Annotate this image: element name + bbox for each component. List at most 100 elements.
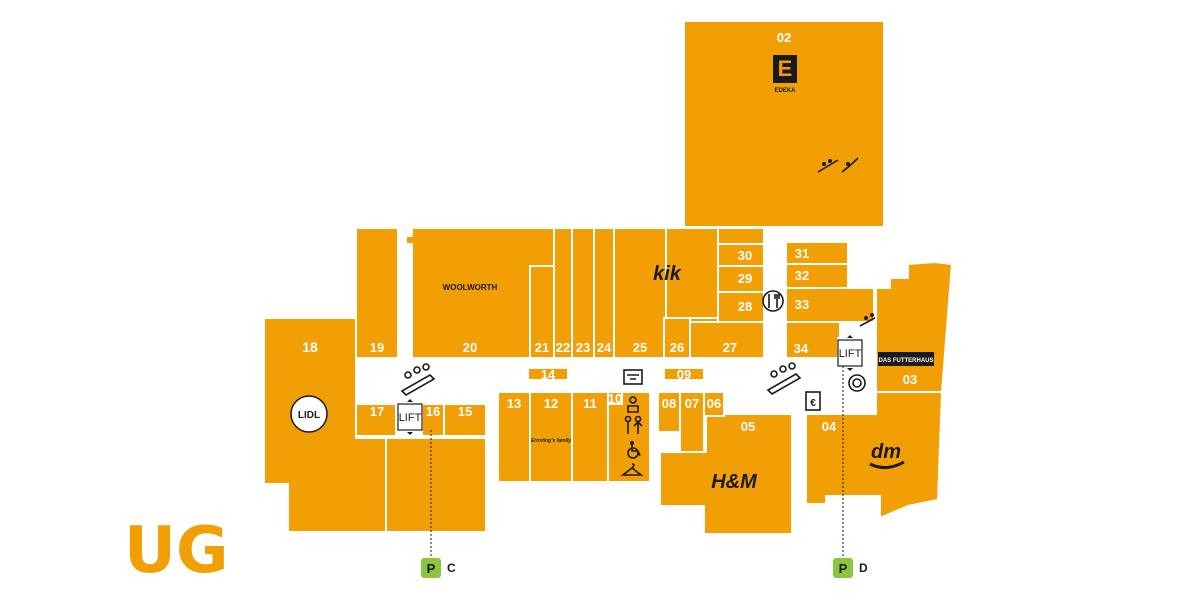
unit-12-number: 12 [544,396,558,411]
unit-22[interactable]: 22 [553,227,573,359]
unit-03[interactable]: 03 DAS FUTTERHAUS [875,260,954,393]
unit-27-number: 27 [723,340,737,355]
lift-left-label: LIFT [399,412,422,424]
parking-icon [833,558,853,578]
parking-d[interactable]: P D [833,558,868,578]
unit-25-number: 25 [633,340,647,355]
floor-label: UG [124,514,229,588]
parking-c[interactable]: P C [421,558,456,578]
unit-16-number: 16 [426,404,440,419]
unit-34[interactable]: 34 [785,321,841,359]
unit-14[interactable]: 14 [527,367,569,382]
unit-02-number: 02 [777,30,791,45]
unit-28-number: 28 [738,299,752,314]
unit-33[interactable]: 33 [785,287,875,323]
unit-08-number: 08 [662,396,676,411]
unit-07[interactable]: 07 [679,391,705,453]
unit-26[interactable]: 26 [663,317,691,359]
unit-06[interactable]: 06 [703,391,725,417]
restaurant-icon [762,290,784,312]
unit-13-number: 13 [507,396,521,411]
unit-11[interactable]: 11 [571,391,609,483]
dm-logo: dm [871,441,901,463]
lidl-logo [290,395,328,433]
lift-left[interactable]: LIFT [397,399,423,435]
parking-d-label: D [859,561,868,575]
atm-icon: € [805,391,821,411]
lift-right-label: LIFT [839,348,862,360]
svg-text:€: € [810,398,816,409]
unit-31[interactable]: 31 [785,241,849,265]
unit-17-number: 17 [370,404,384,419]
parking-c-symbol: P [427,561,436,576]
toilets-icon [624,415,643,434]
unit-18[interactable]: 18 LIDL [263,317,387,533]
unit-lower-left-block [385,437,487,533]
unit-21[interactable]: 21 [529,265,555,359]
unit-15-number: 15 [458,404,472,419]
unit-20-number: 20 [463,340,477,355]
unit-29[interactable]: 29 [717,265,765,293]
unit-33-number: 33 [795,297,809,312]
unit-17[interactable]: 17 [355,403,397,437]
unit-24[interactable]: 24 [593,227,615,359]
unit-30[interactable]: 30 [717,227,765,267]
hm-logo: H&M [711,471,758,493]
unit-22-number: 22 [556,340,570,355]
unit-03-number: 03 [903,372,917,387]
ernstings-label: Ernsting's family [531,438,571,444]
wardrobe-icon [620,463,644,476]
unit-02[interactable]: 02 E EDEKA [683,20,885,228]
unit-14-number: 14 [541,367,556,382]
parking-d-symbol: P [839,561,848,576]
unit-11-number: 11 [583,396,597,411]
unit-06-number: 06 [707,396,721,411]
unit-09[interactable]: 09 [663,367,705,382]
baby-changing-icon [627,396,639,413]
unit-16[interactable]: 16 [421,403,445,437]
unit-26-number: 26 [670,340,684,355]
atm-icon [623,369,643,385]
edeka-mark: E [778,56,793,81]
futterhaus-label: DAS FUTTERHAUS [879,358,934,364]
lidl-label: LIDL [298,410,320,421]
unit-04-number: 04 [822,419,837,434]
unit-08[interactable]: 08 [657,391,681,433]
unit-29-number: 29 [738,271,752,286]
wheelchair-icon [627,441,641,459]
unit-32[interactable]: 32 [785,263,849,289]
unit-31-number: 31 [795,246,809,261]
service-area [607,391,651,483]
unit-34-number: 34 [794,341,809,356]
info-point-icon [848,374,866,392]
unit-23[interactable]: 23 [571,227,595,359]
escalator-icon [766,362,802,395]
unit-18-number: 18 [302,339,318,355]
unit-12[interactable]: 12 Ernsting's family [529,391,573,483]
dm-swoosh [869,460,905,469]
lift-right[interactable]: LIFT [837,335,863,371]
unit-21-number: 21 [535,340,549,355]
kik-logo: kik [653,263,682,285]
unit-28[interactable]: 28 [717,291,765,323]
unit-05-number: 05 [741,419,755,434]
unit-24-number: 24 [597,340,612,355]
unit-19-number: 19 [370,340,384,355]
unit-32-number: 32 [795,268,809,283]
parking-icon [421,558,441,578]
escalator-icon [817,157,859,173]
unit-15[interactable]: 15 [443,403,487,437]
edeka-logo [773,55,797,83]
unit-05[interactable]: 05 H&M [659,413,793,535]
unit-10-number: 10 [608,391,622,406]
unit-27[interactable]: 27 [689,317,765,359]
unit-19[interactable]: 19 [355,227,399,359]
unit-25[interactable]: 25 kik [613,227,719,359]
unit-04[interactable]: 04 dm [805,391,944,520]
edeka-label: EDEKA [774,88,796,94]
unit-09-number: 09 [677,367,691,382]
parking-c-label: C [447,561,456,575]
unit-30-number: 30 [738,248,752,263]
unit-13[interactable]: 13 [497,391,531,483]
